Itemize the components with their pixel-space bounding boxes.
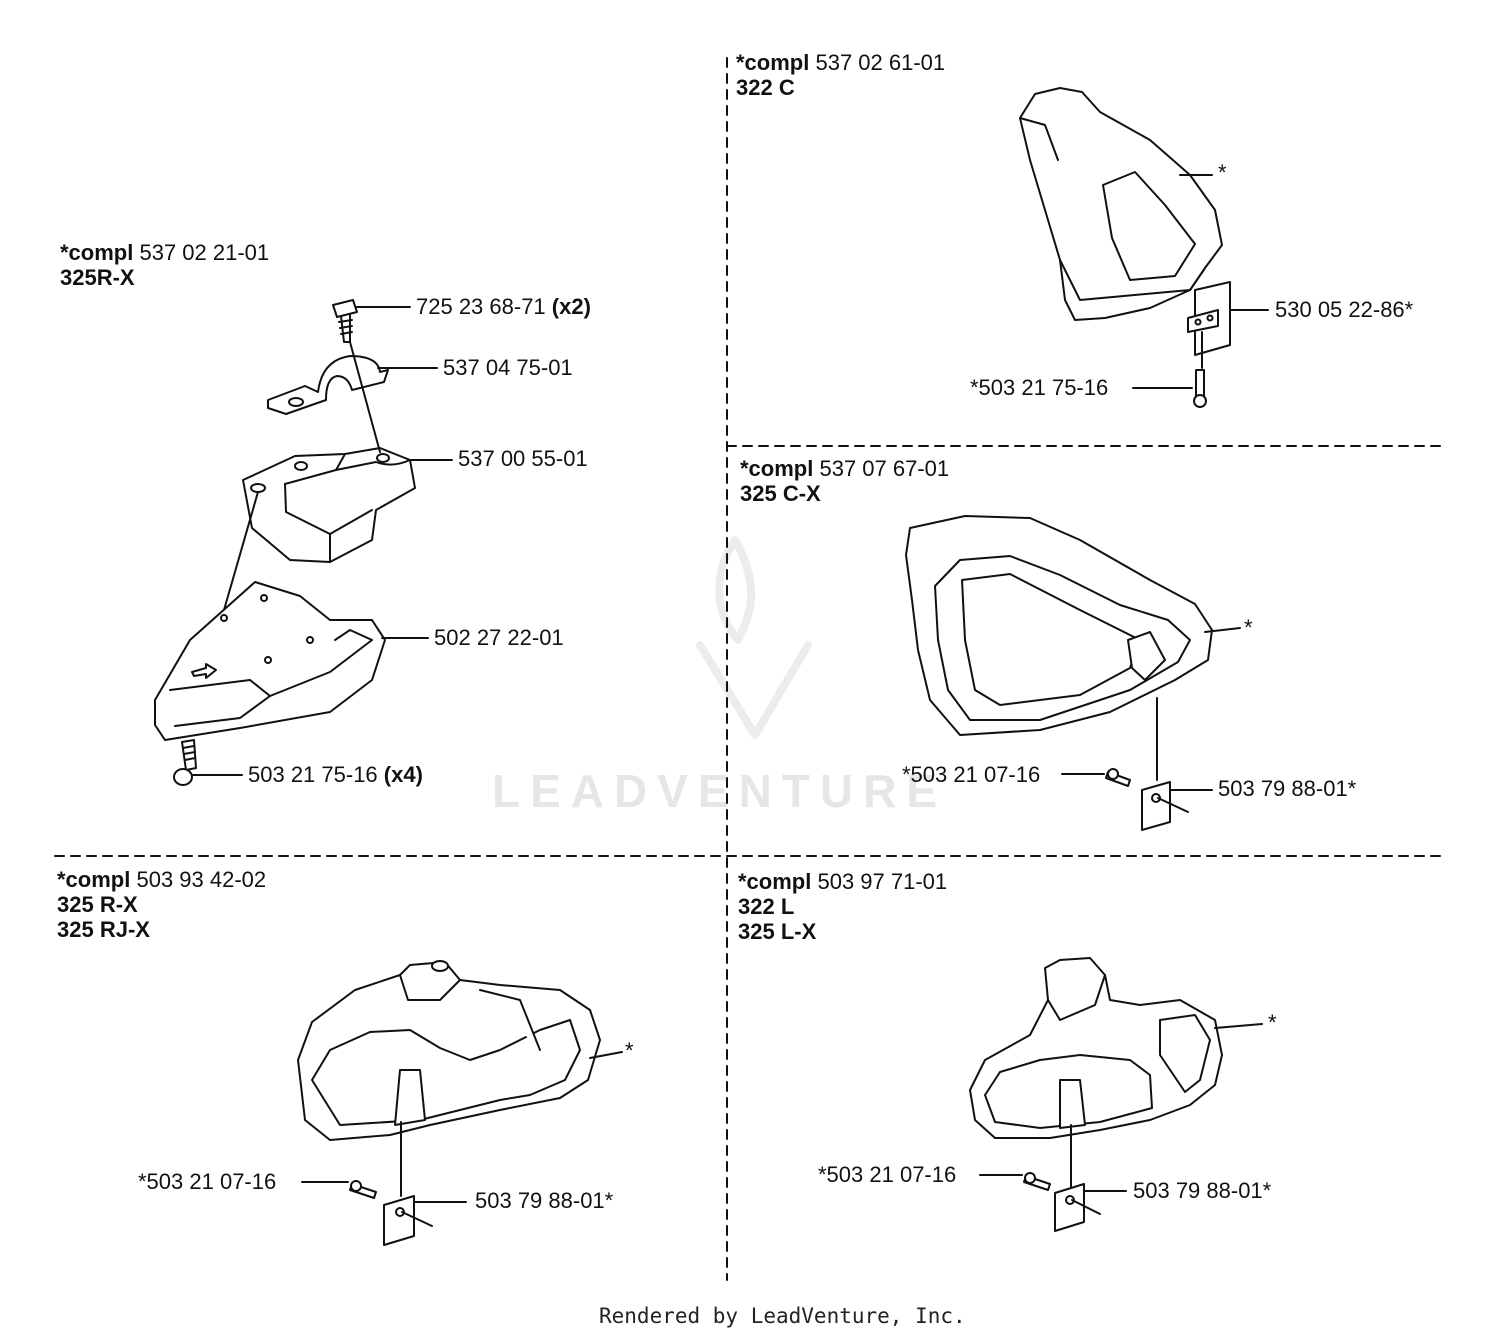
guard-325cx-drawing: [905, 515, 1213, 736]
header-322l: *compl 503 97 71-01 322 L 325 L-X: [738, 869, 947, 944]
part-label: *503 21 07-16: [818, 1162, 957, 1187]
guard-322c-drawing: [1019, 87, 1223, 321]
watermark-logo: [696, 536, 812, 739]
part-label: 530 05 22-86*: [1275, 297, 1414, 322]
nut-325r-drawing: [383, 1195, 415, 1246]
model-name: 325 R-X: [57, 892, 138, 917]
compl-word: *compl: [60, 240, 134, 265]
part-label: 503 79 88-01*: [1218, 776, 1357, 801]
screw-503-21-75-16-drawing: [173, 739, 197, 786]
part-label: *503 21 07-16: [902, 762, 1041, 787]
leader-325cx-guard: [1204, 627, 1241, 633]
model-name: 322 C: [736, 75, 795, 100]
header-322c: *compl 537 02 61-01 322 C: [736, 50, 945, 100]
part-label: 725 23 68-71 (x2): [416, 294, 591, 319]
part-label: 503 79 88-01*: [475, 1188, 614, 1213]
part-label: 537 00 55-01: [458, 446, 588, 471]
screw-322c-drawing: [1193, 369, 1207, 408]
compl-number: 537 02 61-01: [815, 50, 946, 75]
part-label: *: [1244, 615, 1253, 640]
assembly-line-a: [349, 341, 381, 453]
model-name: 325R-X: [60, 265, 135, 290]
screw-322l-drawing: [1023, 1172, 1051, 1191]
nut-325cx-drawing: [1141, 781, 1171, 831]
model-name: 325 RJ-X: [57, 917, 150, 942]
part-label: 537 04 75-01: [443, 355, 573, 380]
model-name: 322 L: [738, 894, 795, 919]
part-label: 502 27 22-01: [434, 625, 564, 650]
part-label: 503 79 88-01*: [1133, 1178, 1272, 1203]
header-325rx: *compl 537 02 21-01 325R-X: [60, 240, 269, 290]
compl-number: 503 97 71-01: [817, 869, 948, 894]
leader-nut-tail-325r: [401, 1211, 433, 1227]
nut-322l-drawing: [1054, 1183, 1085, 1232]
panel-dividers: [54, 57, 1446, 1281]
guard-322l-drawing: [969, 957, 1223, 1139]
part-label: *: [1268, 1010, 1277, 1035]
footer-credit: Rendered by LeadVenture, Inc.: [599, 1304, 966, 1328]
part-label: *: [625, 1038, 634, 1063]
leader-nut-tail-325cx: [1157, 797, 1189, 813]
bracket-530-05-22-86-drawing: [1187, 281, 1231, 356]
bracket-537-00-55-01-drawing: [242, 447, 416, 563]
screw-325cx-drawing: [1105, 768, 1131, 787]
guard-325r-drawing: [297, 960, 601, 1141]
clamp-537-04-75-01-drawing: [267, 355, 389, 415]
part-label: *503 21 75-16: [970, 375, 1109, 400]
compl-number: 503 93 42-02: [136, 867, 267, 892]
compl-number: 537 02 21-01: [139, 240, 270, 265]
leader-nut-tail-322l: [1071, 1199, 1101, 1215]
part-label: *: [1218, 160, 1227, 185]
compl-word: *compl: [740, 456, 814, 481]
compl-word: *compl: [738, 869, 812, 894]
leader-322l-guard: [1214, 1023, 1263, 1029]
assembly-line-b: [223, 491, 259, 611]
leader-325r-guard: [589, 1051, 623, 1059]
part-label: *503 21 07-16: [138, 1169, 277, 1194]
header-325cx: *compl 537 07 67-01 325 C-X: [740, 456, 949, 506]
bolt-725-23-68-71-drawing: [332, 299, 358, 343]
compl-number: 537 07 67-01: [819, 456, 950, 481]
model-name: 325 C-X: [740, 481, 821, 506]
guard-502-27-22-01-drawing: [154, 581, 386, 741]
part-label: 503 21 75-16 (x4): [248, 762, 423, 787]
compl-word: *compl: [736, 50, 810, 75]
screw-325r-drawing: [349, 1180, 377, 1199]
compl-word: *compl: [57, 867, 131, 892]
header-325r: *compl 503 93 42-02 325 R-X 325 RJ-X: [57, 867, 266, 942]
model-name: 325 L-X: [738, 919, 817, 944]
watermark-text: LEADVENTURE: [492, 765, 948, 817]
